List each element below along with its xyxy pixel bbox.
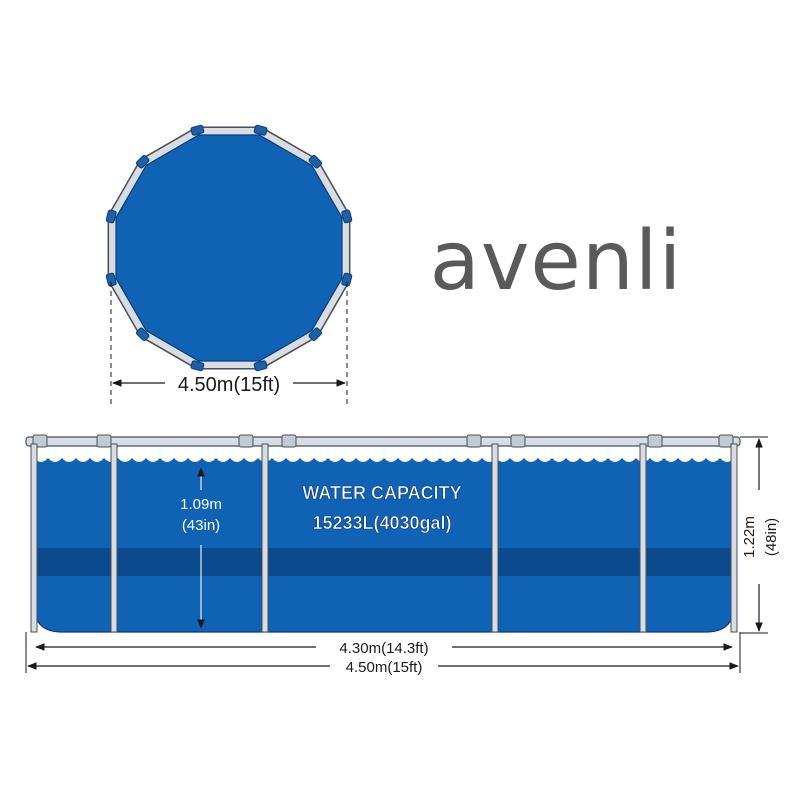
frame-joint bbox=[341, 272, 353, 287]
frame-joint bbox=[308, 154, 323, 169]
frame-leg bbox=[110, 443, 118, 633]
brand-logo: avenli bbox=[430, 214, 683, 309]
frame-leg bbox=[730, 443, 738, 633]
water-capacity-title: WATER CAPACITY bbox=[302, 483, 461, 503]
diameter-label: 4.50m(15ft) bbox=[178, 374, 280, 396]
frame-joint bbox=[190, 124, 205, 136]
rail-joint bbox=[647, 434, 663, 448]
frame-joints bbox=[105, 124, 353, 372]
height-label-m: 1.22m bbox=[741, 516, 758, 558]
frame-joint bbox=[341, 209, 353, 224]
depth-label-in: (43in) bbox=[182, 517, 220, 534]
rail-joint bbox=[281, 434, 297, 448]
top-rail bbox=[25, 436, 741, 447]
side-view: WATER CAPACITY 15233L(4030gal) 1.09m (43… bbox=[25, 434, 780, 676]
frame-leg bbox=[30, 443, 38, 633]
rail-joint bbox=[238, 434, 254, 448]
frame-leg bbox=[261, 443, 269, 633]
frame-joint bbox=[105, 209, 117, 224]
rail-joint bbox=[466, 434, 482, 448]
frame-joint bbox=[135, 327, 150, 342]
frame-joint bbox=[253, 360, 268, 372]
frame-legs bbox=[30, 443, 738, 633]
rail-joint bbox=[96, 434, 112, 448]
pool-side-stripe bbox=[34, 548, 734, 576]
frame-leg bbox=[639, 443, 647, 633]
height-label-in: (48in) bbox=[763, 518, 780, 556]
frame-joint bbox=[105, 272, 117, 287]
frame-joint bbox=[190, 360, 205, 372]
rail-joint bbox=[718, 434, 734, 448]
top-view: 4.50m(15ft) bbox=[105, 124, 353, 408]
outer-width-label: 4.50m(15ft) bbox=[346, 659, 423, 676]
inner-width-label: 4.30m(14.3ft) bbox=[339, 640, 428, 657]
frame-joint bbox=[253, 124, 268, 136]
rail-joint bbox=[510, 434, 526, 448]
frame-joint bbox=[135, 154, 150, 169]
frame-leg bbox=[491, 443, 499, 633]
frame-joint bbox=[308, 327, 323, 342]
water-surface-waves bbox=[34, 446, 734, 462]
pool-top-water bbox=[115, 134, 343, 362]
depth-label-m: 1.09m bbox=[180, 496, 222, 513]
water-capacity-value: 15233L(4030gal) bbox=[312, 513, 451, 533]
